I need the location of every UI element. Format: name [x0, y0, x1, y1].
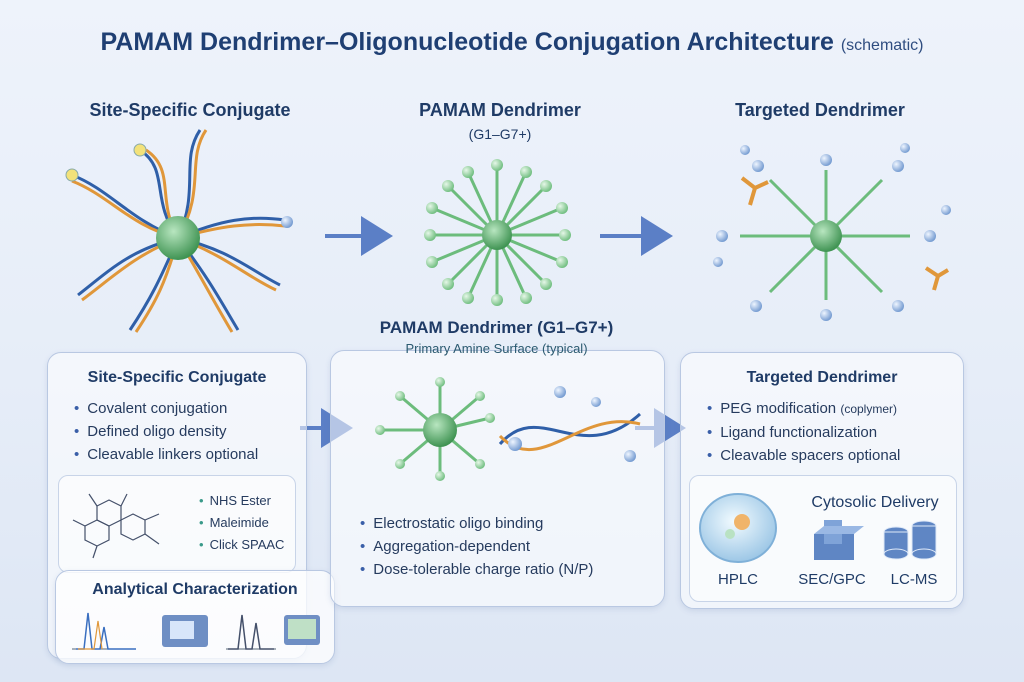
database-icon	[883, 520, 937, 560]
pamam-dendrimer-beads	[424, 159, 571, 306]
chemistry-item: Click SPAAC	[199, 534, 285, 556]
bullet-item: Electrostatic oligo binding	[360, 512, 593, 535]
cell-icon	[699, 493, 777, 563]
right-panel-bullets: PEG modification (coplymer) Ligand funct…	[707, 397, 900, 467]
site-specific-conjugate-graphic	[65, 129, 293, 333]
title-main: PAMAM Dendrimer–Oligonucleotide Conjugat…	[100, 28, 834, 56]
page-title: PAMAM Dendrimer–Oligonucleotide Conjugat…	[0, 28, 1024, 57]
chemistry-item: Maleimide	[199, 512, 284, 534]
top-right-title: Targeted Dendrimer	[735, 100, 905, 120]
instrument-icon	[162, 615, 208, 647]
center-panel-subtitle: Primary Amine Surface (typical)	[405, 341, 588, 356]
title-qualifier: (schematic)	[840, 37, 924, 54]
bullet-item: Aggregation-dependent	[360, 535, 593, 558]
bullet-item: Ligand functionalization	[707, 421, 900, 444]
targeted-dendrimer-graphic	[713, 143, 951, 321]
bullet-item: Defined oligo density	[74, 420, 258, 443]
right-panel: Targeted Dendrimer PEG modification (cop…	[680, 352, 964, 609]
method-label: SEC/GPC	[798, 571, 866, 588]
method-label: LC-MS	[890, 571, 938, 588]
analytical-icons	[72, 612, 320, 650]
bullet-item: PEG modification (coplymer)	[707, 397, 900, 421]
chemistry-list: NHS Ester Maleimide Click SPAAC	[199, 490, 285, 556]
bullet-item: Covalent conjugation	[74, 397, 258, 420]
bullet-note: (coplymer)	[840, 402, 897, 416]
bullet-text: PEG modification	[720, 400, 837, 417]
monitor-icon	[284, 615, 320, 645]
column-icon	[814, 520, 864, 560]
delivery-title: Cytosolic Delivery	[811, 494, 939, 511]
chemistry-item: NHS Ester	[199, 490, 284, 512]
analytical-panel: Analytical Characterization	[55, 570, 335, 664]
left-panel-title: Site-Specific Conjugate	[87, 369, 267, 386]
analytical-title: Analytical Characterization	[92, 581, 298, 598]
bullet-item: Cleavable spacers optional	[707, 444, 900, 467]
left-panel-bullets: Covalent conjugation Defined oligo densi…	[74, 397, 258, 466]
top-center-title: PAMAM Dendrimer	[419, 100, 581, 120]
delivery-box: Cytosolic Delivery HPLC SEC/GPC LC-MS	[689, 475, 957, 602]
center-panel-bullets: Electrostatic oligo binding Aggregation-…	[360, 512, 593, 581]
right-panel-title: Targeted Dendrimer	[746, 369, 898, 386]
top-left-title: Site-Specific Conjugate	[89, 100, 291, 120]
delivery-icons	[699, 493, 937, 563]
chemistry-box: NHS Ester Maleimide Click SPAAC	[58, 475, 296, 573]
chemical-structure-icon	[72, 493, 160, 559]
center-panel-title: PAMAM Dendrimer (G1–G7+)	[379, 318, 614, 337]
bullet-item: Dose-tolerable charge ratio (N/P)	[360, 558, 593, 581]
spectrum-icon	[226, 614, 276, 650]
chromatogram-icon	[72, 612, 136, 650]
bullet-item: Cleavable linkers optional	[74, 443, 258, 466]
electrostatic-binding-graphic	[375, 377, 642, 481]
top-center-subtitle: (G1–G7+)	[468, 126, 532, 142]
method-label: HPLC	[717, 571, 758, 588]
